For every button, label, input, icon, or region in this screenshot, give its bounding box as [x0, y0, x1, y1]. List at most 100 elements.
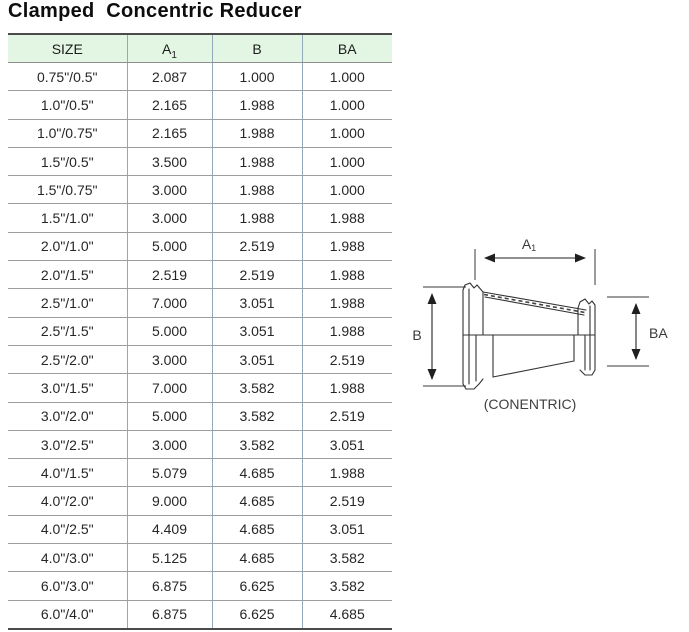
- size-cell: 1.0"/0.75": [8, 119, 127, 148]
- b-cell: 3.582: [211, 430, 302, 460]
- b-cell: 4.685: [211, 515, 302, 545]
- size-cell: 2.5"/1.5": [8, 317, 127, 346]
- size-cell: 4.0"/1.5": [8, 458, 127, 488]
- reducer-outline: [462, 282, 596, 390]
- column-header: SIZE: [8, 33, 127, 63]
- a1-cell: 3.000: [126, 345, 212, 375]
- ba-cell: 3.051: [301, 515, 392, 545]
- a1-cell: 3.000: [126, 203, 212, 233]
- b-cell: 1.988: [211, 203, 302, 233]
- ba-cell: 1.000: [301, 119, 392, 148]
- column-header: BA: [301, 33, 392, 63]
- ba-cell: 1.000: [301, 62, 392, 92]
- a1-cell: 2.087: [126, 62, 212, 92]
- size-cell: 4.0"/3.0": [8, 543, 127, 573]
- a1-cell: 2.519: [126, 260, 212, 290]
- size-cell: 6.0"/4.0": [8, 600, 127, 630]
- size-cell: 4.0"/2.5": [8, 515, 127, 545]
- reducer-drawing: A1 B BA: [412, 236, 668, 412]
- b-cell: 4.685: [211, 486, 302, 516]
- ba-cell: 1.988: [301, 288, 392, 318]
- b-cell: 1.000: [211, 62, 302, 92]
- ba-cell: 4.685: [301, 600, 392, 630]
- ba-cell: 3.582: [301, 571, 392, 601]
- a1-cell: 5.125: [126, 543, 212, 573]
- a1-cell: 3.500: [126, 147, 212, 177]
- size-cell: 3.0"/1.5": [8, 373, 127, 403]
- reducer-diagram: A1 B BA: [408, 228, 687, 428]
- b-cell: 2.519: [211, 232, 302, 262]
- b-cell: 1.988: [211, 175, 302, 205]
- ba-cell: 1.988: [301, 317, 392, 346]
- a1-cell: 7.000: [126, 288, 212, 318]
- a1-cell: 3.000: [126, 175, 212, 205]
- b-cell: 3.051: [211, 288, 302, 318]
- size-cell: 1.5"/0.5": [8, 147, 127, 177]
- ba-cell: 3.051: [301, 430, 392, 460]
- a1-cell: 5.000: [126, 402, 212, 431]
- size-cell: 2.5"/1.0": [8, 288, 127, 318]
- ba-cell: 1.000: [301, 175, 392, 205]
- a1-cell: 9.000: [126, 486, 212, 516]
- ba-cell: 1.988: [301, 203, 392, 233]
- dimension-a1: A1: [474, 236, 596, 285]
- b-cell: 4.685: [211, 543, 302, 573]
- a1-cell: 5.000: [126, 232, 212, 262]
- ba-cell: 2.519: [301, 486, 392, 516]
- b-cell: 1.988: [211, 147, 302, 177]
- ba-cell: 2.519: [301, 345, 392, 375]
- ba-cell: 1.988: [301, 458, 392, 488]
- b-cell: 3.051: [211, 317, 302, 346]
- b-cell: 6.625: [211, 571, 302, 601]
- a1-cell: 5.000: [126, 317, 212, 346]
- b-cell: 3.051: [211, 345, 302, 375]
- column-header: B: [211, 33, 302, 63]
- b-cell: 1.988: [211, 119, 302, 148]
- size-cell: 0.75"/0.5": [8, 62, 127, 92]
- size-cell: 4.0"/2.0": [8, 486, 127, 516]
- b-cell: 1.988: [211, 90, 302, 120]
- size-cell: 1.5"/1.0": [8, 203, 127, 233]
- size-cell: 3.0"/2.0": [8, 402, 127, 431]
- column-header: A1: [126, 33, 212, 63]
- dim-ba-label: BA: [649, 325, 668, 341]
- size-cell: 2.0"/1.0": [8, 232, 127, 262]
- dimension-b: B: [412, 286, 466, 387]
- size-cell: 1.0"/0.5": [8, 90, 127, 120]
- dim-b-label: B: [412, 327, 421, 343]
- a1-cell: 6.875: [126, 571, 212, 601]
- size-cell: 1.5"/0.75": [8, 175, 127, 205]
- diagram-caption: (CONENTRIC): [484, 396, 577, 412]
- size-cell: 6.0"/3.0": [8, 571, 127, 601]
- ba-cell: 1.988: [301, 232, 392, 262]
- size-cell: 3.0"/2.5": [8, 430, 127, 460]
- size-cell: 2.5"/2.0": [8, 345, 127, 375]
- page-title: Clamped Concentric Reducer: [8, 0, 302, 22]
- b-cell: 4.685: [211, 458, 302, 488]
- ba-cell: 2.519: [301, 402, 392, 431]
- a1-cell: 2.165: [126, 119, 212, 148]
- a1-cell: 5.079: [126, 458, 212, 488]
- size-cell: 2.0"/1.5": [8, 260, 127, 290]
- b-cell: 2.519: [211, 260, 302, 290]
